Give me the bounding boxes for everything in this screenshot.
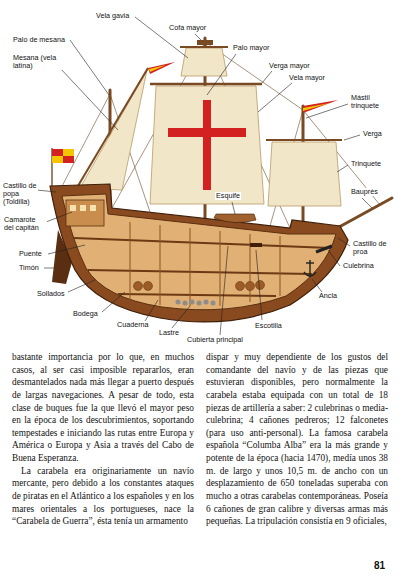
part-label: Cuaderna bbox=[116, 321, 150, 329]
part-label: Verga bbox=[362, 130, 383, 138]
part-label: Puente bbox=[18, 250, 43, 258]
part-label: Camarote del capitán bbox=[3, 216, 47, 232]
part-label: Bauprés bbox=[350, 188, 379, 196]
part-label: Lastre bbox=[158, 329, 180, 337]
part-label: Cubierta principal bbox=[186, 336, 244, 344]
body-text: bastante importancia por lo que, en much… bbox=[12, 351, 194, 465]
part-label: Sollados bbox=[36, 290, 66, 298]
part-label: Castillo de proa bbox=[352, 240, 388, 256]
part-label: Escotilla bbox=[254, 322, 283, 330]
part-label: Esquife bbox=[215, 192, 241, 200]
part-label: Timón bbox=[18, 264, 40, 272]
part-label: Ancla bbox=[318, 292, 338, 300]
body-text: La carabela era originariamente un navío… bbox=[12, 465, 194, 528]
part-label: Bodega bbox=[72, 310, 99, 318]
part-label: Verga mayor bbox=[268, 62, 311, 70]
body-text: dispar y muy dependiente de los gustos d… bbox=[206, 351, 388, 528]
part-label: Vela mayor bbox=[288, 74, 326, 82]
part-label: Culebrina bbox=[342, 262, 375, 270]
part-label: Vela gavia bbox=[95, 12, 130, 20]
part-label: Palo mayor bbox=[232, 44, 270, 52]
part-label: Cofa mayor bbox=[168, 24, 207, 32]
part-label: Mesana (vela latina) bbox=[12, 54, 62, 70]
part-label: Mástil trinquete bbox=[350, 94, 392, 110]
part-label: Palo de mesana bbox=[12, 36, 66, 44]
part-label: Castillo de popa (Toldilla) bbox=[2, 182, 38, 206]
part-label: Trinquete bbox=[350, 160, 382, 168]
page-number: 81 bbox=[374, 560, 385, 571]
